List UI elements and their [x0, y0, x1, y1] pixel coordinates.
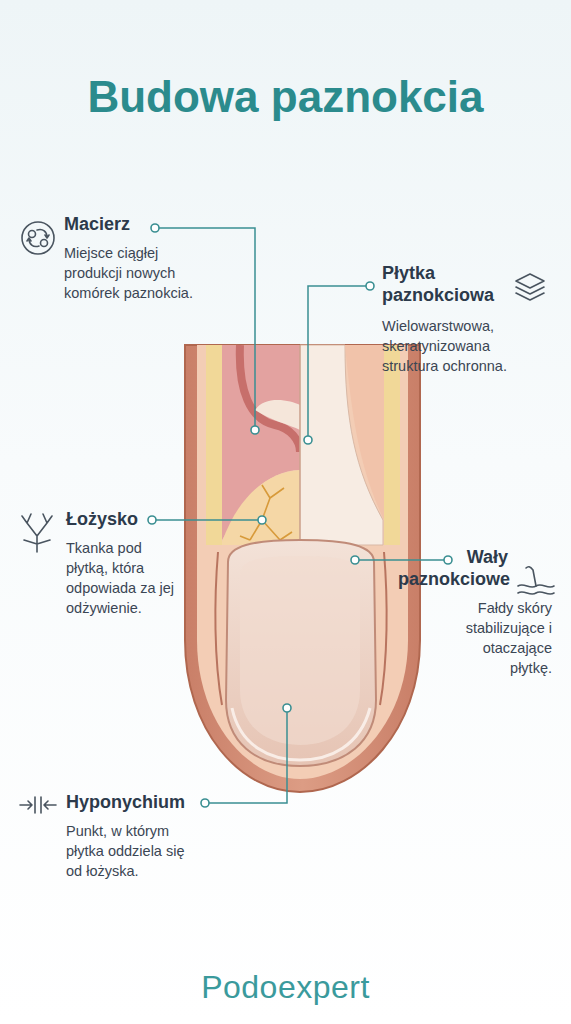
- page-title: Budowa paznokcia: [0, 72, 571, 123]
- icon-skin: [518, 592, 554, 594]
- leader-line: [159, 228, 255, 426]
- dermis-layer: [197, 345, 408, 779]
- fat-layer: [206, 345, 222, 545]
- callout-text: Wielowarstwowa, skeratynizowana struktur…: [382, 316, 532, 376]
- nail-fold: [380, 552, 387, 705]
- cell-icon: [22, 222, 54, 254]
- plate-shine: [240, 556, 360, 745]
- leader-dot: [258, 516, 266, 524]
- matrix-band: [240, 345, 300, 452]
- leader-dot: [283, 704, 291, 712]
- icon-branch: [22, 514, 52, 552]
- brand-logo: Podoexpert: [0, 968, 571, 1006]
- vessel-icon: [22, 514, 52, 552]
- fat-layer: [384, 345, 400, 545]
- icon-hair: [526, 567, 536, 586]
- nail-plate: [226, 540, 376, 766]
- nail-fold: [215, 552, 222, 705]
- icon-arrow: [27, 229, 49, 246]
- nail-bed: [222, 470, 300, 545]
- leader-line: [308, 286, 366, 436]
- icons: [20, 222, 554, 813]
- callout-heading: Wały paznokciowe: [398, 546, 508, 590]
- layers-icon: [516, 274, 544, 300]
- leader-end: [444, 556, 452, 564]
- icon-cell: [29, 231, 36, 238]
- leader-dot: [251, 426, 259, 434]
- callout-heading: Hyponychium: [66, 791, 216, 813]
- callout-text: Tkanka pod płytką, która odpowiada za je…: [66, 538, 178, 618]
- finger-skin: [185, 345, 420, 792]
- leader-line: [359, 559, 444, 561]
- icon-ring: [22, 222, 54, 254]
- leader-dot: [304, 436, 312, 444]
- leader-dots: [148, 224, 452, 807]
- leader-line: [156, 519, 258, 521]
- section-divider: [299, 345, 300, 545]
- callout-heading: Macierz: [64, 213, 214, 235]
- plate-section: [300, 345, 383, 545]
- leader-lines: [156, 228, 444, 803]
- blood-vessels: [240, 485, 292, 540]
- icon-layer: [516, 293, 544, 300]
- leader-end: [366, 282, 374, 290]
- leader-line: [209, 712, 287, 803]
- callout-text: Punkt, w którym płytka oddziela się od ł…: [66, 821, 191, 881]
- icon-cell: [41, 240, 48, 247]
- leader-end: [151, 224, 159, 232]
- finger-drawing: [185, 345, 420, 792]
- proximal-fold: [345, 345, 384, 520]
- callout-heading: Łożysko: [66, 508, 186, 530]
- icon-arrows: [20, 797, 56, 813]
- nail-root: [255, 400, 300, 430]
- skin-icon: [518, 567, 554, 594]
- callout-text: Fałdy skóry stabilizujące i otaczające p…: [440, 598, 552, 678]
- leader-end: [148, 516, 156, 524]
- callout-text: Miejsce ciągłej produkcji nowych komórek…: [64, 243, 209, 303]
- callout-heading: Płytka paznokciowa: [382, 262, 507, 306]
- split-icon: [20, 797, 56, 813]
- leader-dot: [351, 556, 359, 564]
- free-edge: [232, 708, 370, 760]
- icon-layer: [516, 287, 544, 294]
- icon-layer: [516, 274, 544, 288]
- leader-end: [201, 799, 209, 807]
